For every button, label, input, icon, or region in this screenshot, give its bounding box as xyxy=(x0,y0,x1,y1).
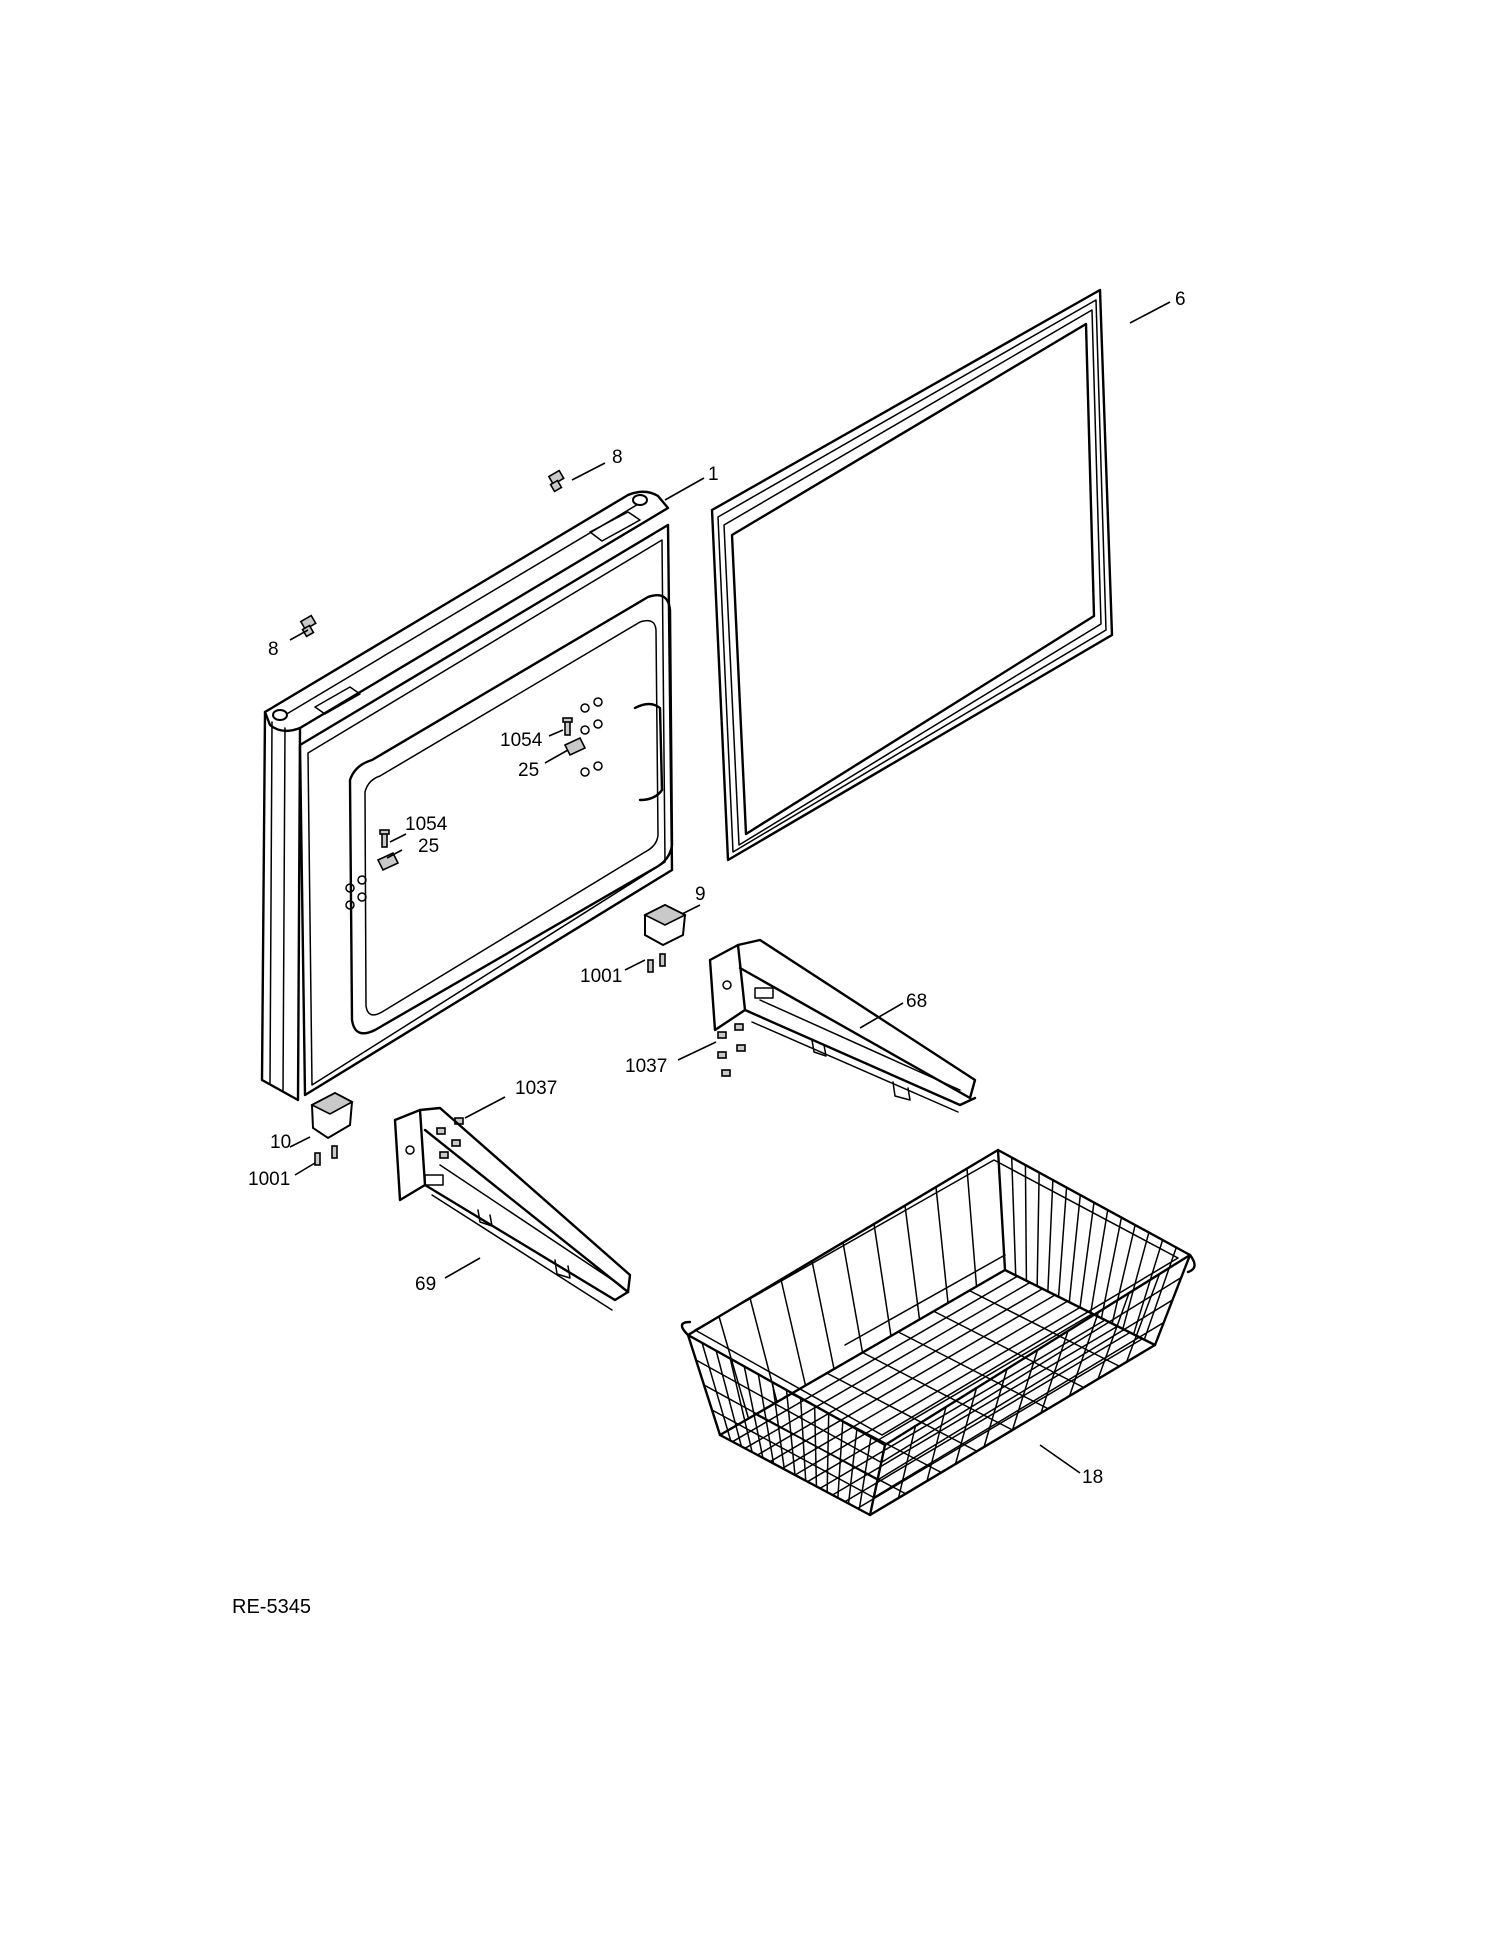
basket-wire xyxy=(780,1278,807,1387)
basket-wire xyxy=(711,1409,875,1499)
basket-wire xyxy=(1010,1156,1017,1277)
basket-wire xyxy=(1068,1194,1082,1303)
callout-1037-right: 1037 xyxy=(625,1056,667,1077)
callout-1001-left: 1001 xyxy=(248,1169,290,1190)
leader-lines xyxy=(289,301,1171,1474)
diagram-code: RE-5345 xyxy=(232,1596,311,1618)
callout-6: 6 xyxy=(1175,289,1186,310)
screws-1001-right xyxy=(647,953,666,973)
callout-10: 10 xyxy=(270,1132,291,1153)
basket-wire xyxy=(873,1321,1165,1499)
basket-wire xyxy=(880,1276,1182,1464)
hinge-block-10 xyxy=(310,1091,354,1140)
basket-wire xyxy=(1132,1239,1164,1336)
callout-1001-right: 1001 xyxy=(580,966,622,987)
basket-wire xyxy=(1047,1179,1054,1293)
callout-68: 68 xyxy=(906,991,927,1012)
basket-wire xyxy=(876,1299,1174,1481)
basket-wire xyxy=(695,1359,882,1464)
screw-1054-left xyxy=(379,829,390,848)
basket-wire xyxy=(749,1297,778,1403)
basket-wire xyxy=(811,1260,835,1370)
callout-1037-left: 1037 xyxy=(515,1078,557,1099)
door-gasket xyxy=(710,288,1114,862)
callout-1054-left: 1054 xyxy=(405,814,448,835)
basket-wire xyxy=(1079,1201,1095,1309)
hinge-pin-left xyxy=(299,614,317,638)
slide-rail-68 xyxy=(708,938,977,1113)
basket-wire xyxy=(1024,1164,1028,1282)
basket-wire xyxy=(842,1241,864,1354)
callout-8-left: 8 xyxy=(268,639,279,660)
callout-9: 9 xyxy=(695,884,706,905)
basket-wire xyxy=(966,1167,978,1288)
basket-wire xyxy=(1143,1246,1178,1341)
basket-wire xyxy=(1122,1231,1150,1330)
callout-25-right: 25 xyxy=(518,760,539,781)
basket-wire xyxy=(861,1351,1014,1431)
basket-wire xyxy=(904,1204,921,1321)
callout-25-left: 25 xyxy=(418,836,439,857)
callout-18: 18 xyxy=(1082,1467,1103,1488)
basket-wire xyxy=(826,1372,978,1452)
basket-wire xyxy=(1089,1209,1109,1314)
basket-wire xyxy=(1057,1186,1068,1298)
basket-wire xyxy=(933,1310,1085,1389)
hinge-pin-top xyxy=(547,469,565,493)
basket-wire xyxy=(897,1331,1049,1410)
screw-1054-right xyxy=(562,717,573,736)
freezer-door xyxy=(260,490,674,1102)
screws-1001-left xyxy=(314,1145,338,1166)
screws-1037-right xyxy=(717,1023,746,1077)
callout-8-top: 8 xyxy=(612,447,623,468)
basket-wire xyxy=(873,1223,892,1337)
slide-rail-69 xyxy=(393,1106,632,1311)
bracket-25-right xyxy=(563,736,587,757)
basket-wire xyxy=(935,1186,949,1304)
callout-1054-right: 1054 xyxy=(500,730,543,751)
basket-wire xyxy=(1036,1171,1040,1287)
hinge-block-9 xyxy=(643,903,687,947)
basket-wire xyxy=(790,1393,942,1474)
callout-69: 69 xyxy=(415,1274,436,1295)
basket-wire xyxy=(718,1315,750,1420)
bracket-25-left xyxy=(376,851,400,872)
basket-wire xyxy=(968,1289,1121,1367)
wire-basket xyxy=(680,1148,1196,1517)
basket-wire xyxy=(1111,1224,1136,1325)
basket-wire xyxy=(754,1413,907,1495)
basket-wire xyxy=(1100,1216,1123,1319)
callout-1: 1 xyxy=(708,464,719,485)
